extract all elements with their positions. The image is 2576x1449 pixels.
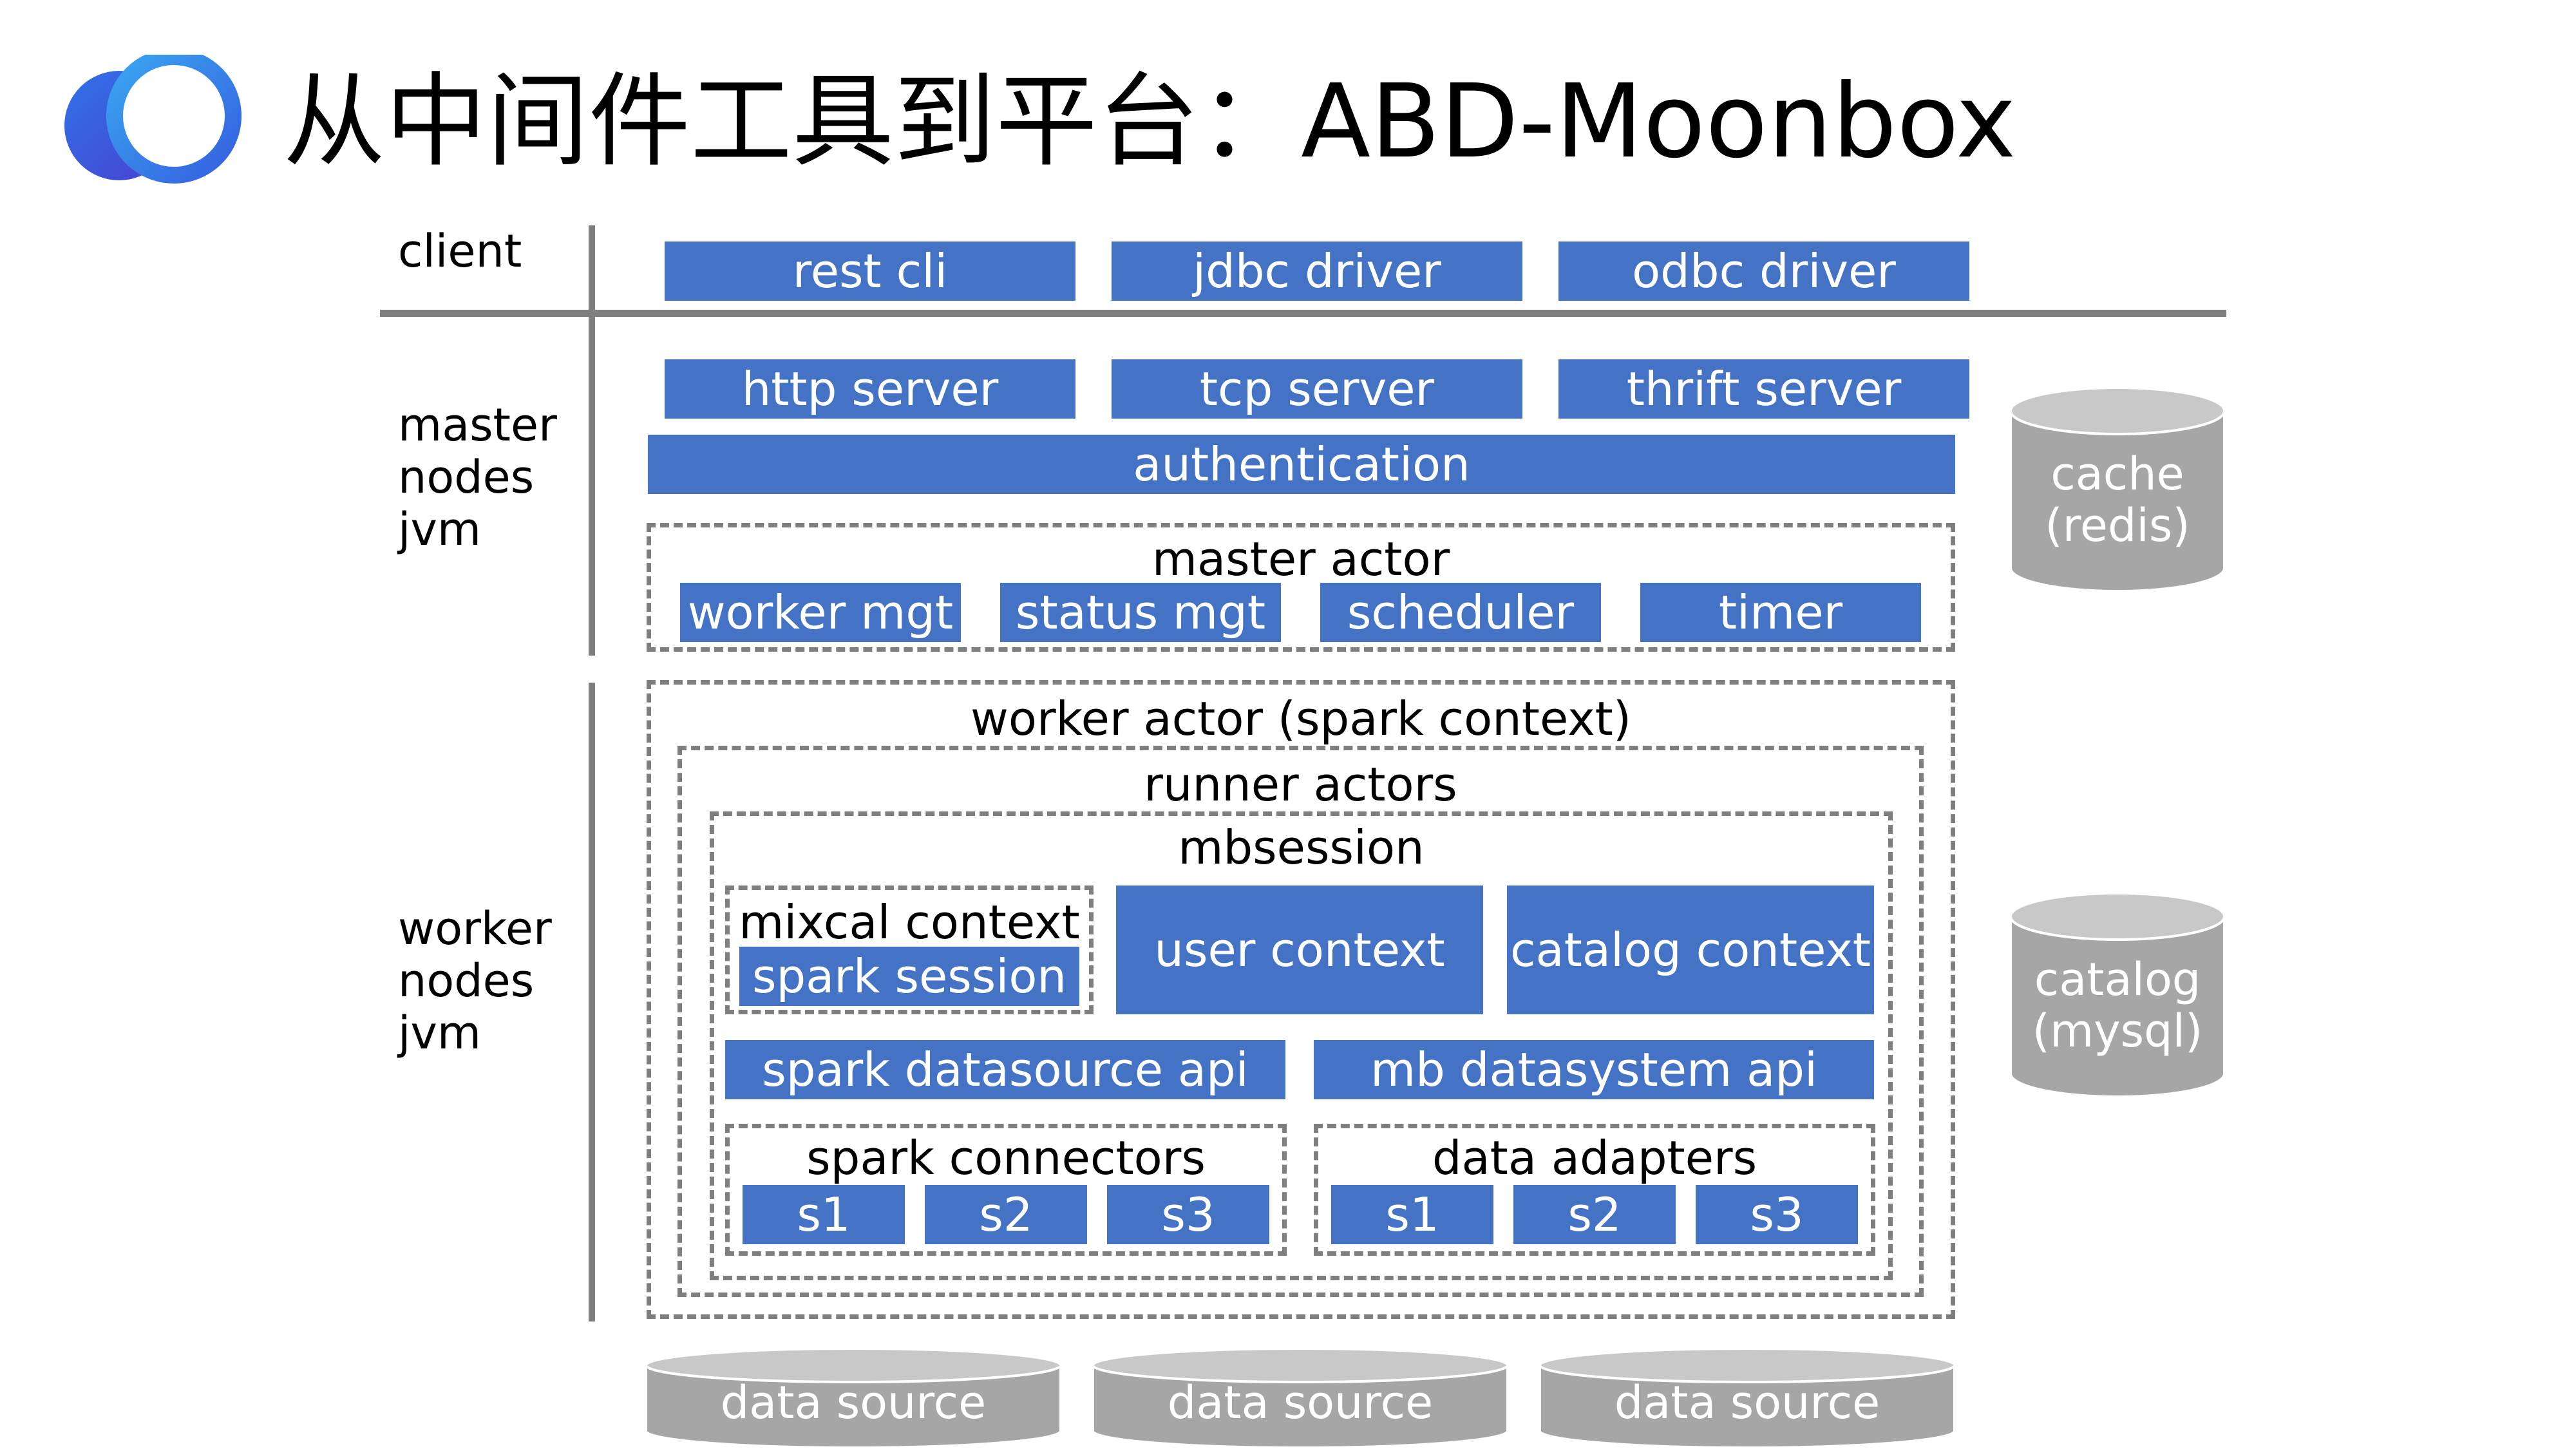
spark-connectors-label: spark connectors: [806, 1131, 1206, 1185]
layer-label-worker: worker nodes jvm: [398, 902, 552, 1059]
master-item-timer: timer: [1640, 583, 1921, 642]
mixcal-context-label: mixcal context: [739, 895, 1080, 949]
data-adapter-s3: s3: [1696, 1185, 1858, 1244]
authentication-box: authentication: [648, 435, 1955, 494]
master-item-worker-mgt: worker mgt: [680, 583, 961, 642]
data-source-label: data source: [721, 1376, 986, 1429]
layer-divider-horizontal: [380, 310, 2226, 317]
data-source-cylinder-2: data source: [1092, 1347, 1509, 1449]
worker-actor-group: [647, 680, 1955, 1319]
cache-sublabel: (redis): [2045, 499, 2190, 552]
spark-connector-s1: s1: [743, 1185, 905, 1244]
moonbox-logo: [64, 55, 242, 184]
spark-connector-s3: s3: [1107, 1185, 1269, 1244]
spark-session-box: spark session: [739, 947, 1079, 1006]
user-context-box: user context: [1116, 886, 1483, 1014]
mixcal-context-group: [725, 886, 1094, 1014]
data-source-cylinder-1: data source: [645, 1347, 1062, 1449]
master-actor-label: master actor: [1151, 532, 1450, 586]
cache-redis-cylinder: cache (redis): [2009, 386, 2226, 592]
server-box-thrift: thrift server: [1558, 359, 1969, 419]
spark-connector-s2: s2: [925, 1185, 1087, 1244]
mbsession-group: [710, 811, 1893, 1280]
layer-label-client: client: [398, 225, 522, 278]
data-source-label: data source: [1615, 1376, 1880, 1429]
runner-actors-label: runner actors: [1144, 757, 1457, 811]
worker-actor-label: worker actor (spark context): [971, 692, 1631, 746]
data-source-label: data source: [1168, 1376, 1433, 1429]
catalog-mysql-cylinder: catalog (mysql): [2009, 892, 2226, 1098]
master-item-status-mgt: status mgt: [1000, 583, 1281, 642]
cache-label: cache: [2050, 448, 2184, 500]
master-item-scheduler: scheduler: [1320, 583, 1601, 642]
data-adapters-label: data adapters: [1432, 1131, 1757, 1185]
data-adapters-group: [1314, 1124, 1875, 1256]
catalog-store-label: catalog: [2034, 953, 2201, 1006]
data-source-cylinder-3: data source: [1539, 1347, 1956, 1449]
spark-datasource-api-box: spark datasource api: [725, 1040, 1285, 1099]
client-box-rest-cli: rest cli: [665, 242, 1075, 301]
mb-datasystem-api-box: mb datasystem api: [1314, 1040, 1874, 1099]
server-box-http: http server: [665, 359, 1075, 419]
server-box-tcp: tcp server: [1112, 359, 1522, 419]
layer-divider-vertical-top: [589, 225, 595, 656]
catalog-context-box: catalog context: [1507, 886, 1874, 1014]
page-title: 从中间件工具到平台：ABD-Moonbox: [283, 62, 2016, 181]
layer-label-master: master nodes jvm: [398, 399, 557, 556]
data-adapter-s1: s1: [1331, 1185, 1493, 1244]
spark-connectors-group: [725, 1124, 1287, 1256]
runner-actors-group: [677, 746, 1924, 1297]
master-actor-group: [647, 523, 1955, 652]
client-box-jdbc-driver: jdbc driver: [1112, 242, 1522, 301]
catalog-store-sublabel: (mysql): [2032, 1005, 2203, 1057]
mbsession-label: mbsession: [1178, 820, 1425, 875]
client-box-odbc-driver: odbc driver: [1558, 242, 1969, 301]
data-adapter-s2: s2: [1513, 1185, 1676, 1244]
layer-divider-vertical-bottom: [589, 683, 595, 1321]
